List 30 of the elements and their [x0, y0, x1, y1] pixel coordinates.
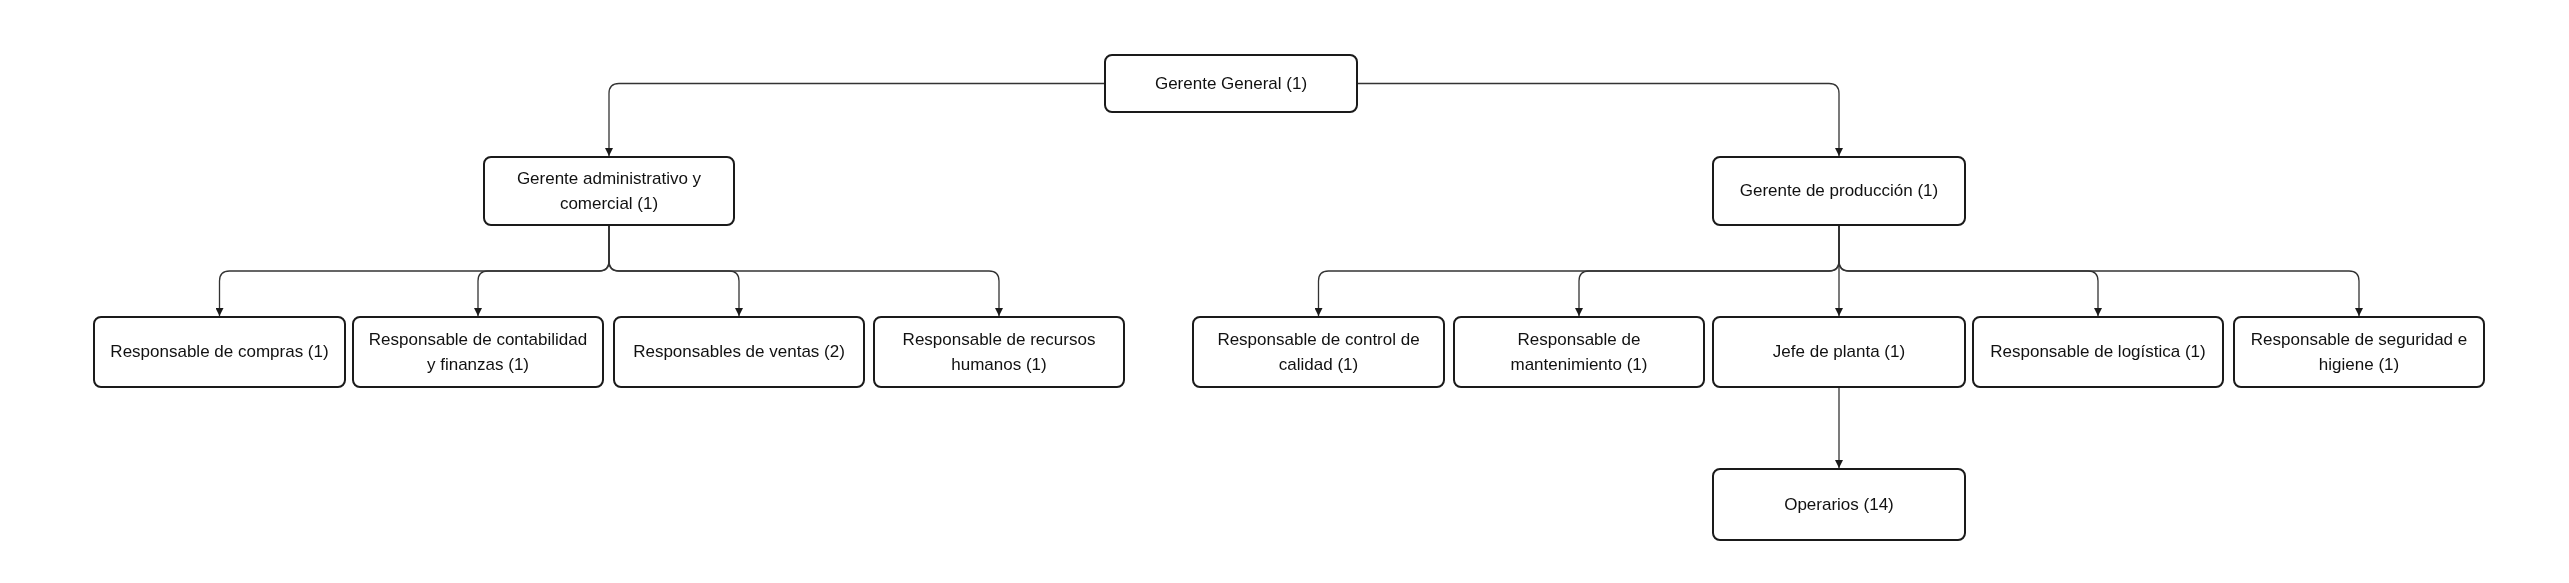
- role-label: Responsable de recursos humanos (1): [901, 328, 1097, 376]
- role-box: [1712, 468, 1966, 541]
- role-label: Responsable de contabilidad y finanzas (1): [367, 328, 589, 376]
- role-label: Gerente General (1): [1154, 72, 1308, 95]
- role-label: Responsable de control de calidad (1): [1216, 328, 1421, 376]
- role-box: [1453, 316, 1705, 388]
- role-box: [352, 316, 604, 388]
- role-box: [1192, 316, 1445, 388]
- role-label: Gerente administrativo y comercial (1): [515, 167, 703, 215]
- role-label: Gerente de producción (1): [1739, 180, 1939, 203]
- role-box: [93, 316, 346, 388]
- role-label: Responsables de ventas (2): [633, 341, 845, 364]
- role-box: [483, 156, 735, 226]
- role-label: Responsable de compras (1): [110, 341, 329, 364]
- role-box: [1712, 316, 1966, 388]
- connector-arrow: [605, 82, 1105, 157]
- connector-arrow: [608, 225, 1003, 317]
- role-label: Responsable de logística (1): [1990, 341, 2206, 364]
- role-box: [873, 316, 1125, 388]
- role-box: [1972, 316, 2224, 388]
- role-box: [2233, 316, 2485, 388]
- role-box: [1712, 156, 1966, 226]
- role-box: [613, 316, 865, 388]
- connector-arrow: [1357, 82, 1843, 157]
- role-label: Jefe de planta (1): [1772, 341, 1906, 364]
- connector-arrow: [1835, 387, 1843, 469]
- role-box: [1104, 54, 1358, 113]
- role-label: Operarios (14): [1784, 493, 1894, 516]
- role-label: Responsable de seguridad e higiene (1): [2249, 328, 2469, 376]
- role-label: Responsable de mantenimiento (1): [1509, 328, 1649, 376]
